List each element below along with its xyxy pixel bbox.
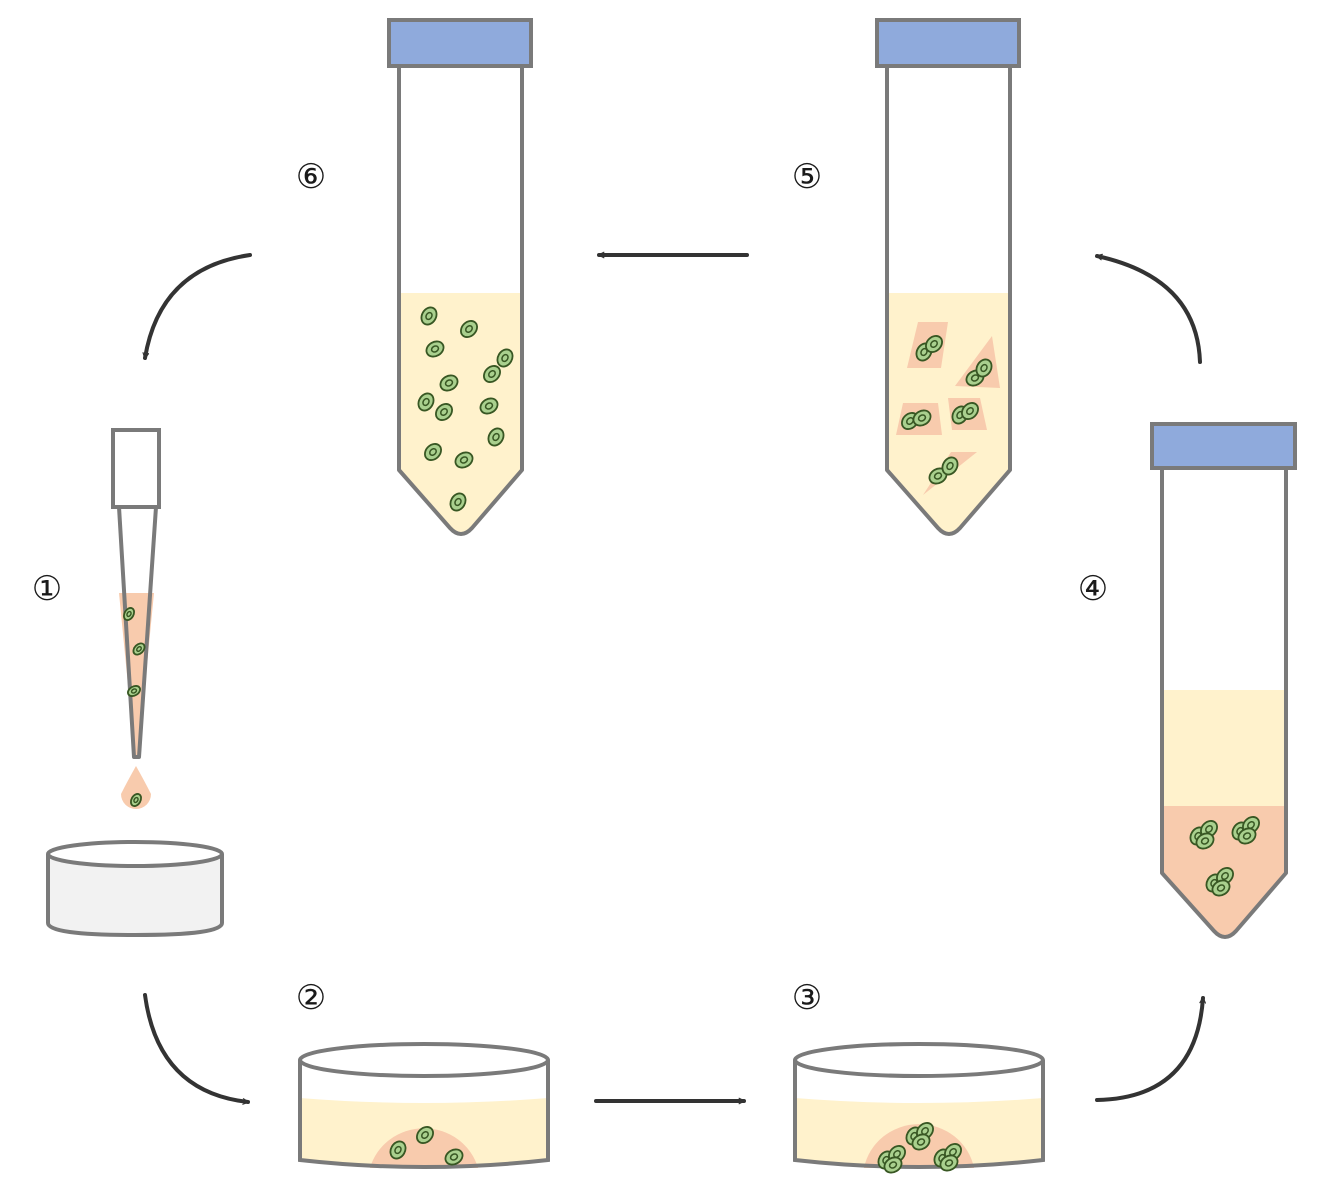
- tube-step-5: [875, 18, 1021, 536]
- cell: [417, 392, 435, 412]
- cell: [420, 306, 438, 326]
- step-5-label: ⑤: [791, 157, 823, 197]
- cell: [424, 443, 442, 461]
- cell: [449, 492, 467, 512]
- step-4-label: ④: [1077, 569, 1109, 609]
- pipette-cells: [123, 607, 146, 807]
- cell: [911, 1133, 931, 1151]
- cell: [912, 409, 932, 427]
- cell: [1237, 827, 1257, 845]
- cell: [928, 467, 948, 485]
- cell: [961, 402, 979, 420]
- grown-organoids: [877, 1122, 962, 1174]
- arrow-3-to-4: [1095, 996, 1207, 1102]
- step-1-label: ①: [31, 569, 63, 609]
- step-3-label: ③: [791, 978, 823, 1018]
- droplet: [121, 766, 151, 809]
- step-2-label: ②: [295, 978, 327, 1018]
- arrow-6-to-1: [142, 253, 252, 360]
- arrow-1-to-2: [143, 993, 250, 1105]
- organoids: [1189, 816, 1260, 897]
- cell: [460, 320, 478, 338]
- cell: [130, 793, 142, 807]
- dish-step-2: [298, 1042, 550, 1169]
- cell: [416, 1126, 434, 1144]
- cell: [496, 348, 514, 368]
- dish-step-3: [793, 1042, 1045, 1174]
- cell: [389, 1140, 407, 1160]
- dissociated-cells: [417, 306, 514, 512]
- cell: [439, 374, 459, 392]
- cell: [487, 427, 505, 447]
- cell: [454, 451, 474, 469]
- arrows: [142, 251, 1207, 1105]
- seeded-cells: [389, 1126, 464, 1166]
- pipette: [111, 428, 161, 809]
- tube-step-4: [1150, 422, 1297, 939]
- cell: [1195, 832, 1215, 850]
- cell: [975, 358, 993, 378]
- cell: [123, 607, 135, 621]
- tube-step-6: [387, 18, 533, 536]
- cell: [941, 456, 959, 476]
- arrow-4-to-5: [1095, 253, 1202, 364]
- cell: [435, 403, 453, 421]
- cell: [939, 1154, 959, 1172]
- cell: [127, 685, 141, 697]
- step-6-label: ⑥: [295, 157, 327, 197]
- cell: [483, 365, 501, 383]
- cell: [1211, 879, 1231, 897]
- cell: [479, 397, 499, 415]
- cell: [425, 340, 445, 358]
- cell: [132, 642, 146, 656]
- empty-dish: [46, 840, 224, 938]
- cell: [883, 1156, 903, 1174]
- cell: [444, 1148, 464, 1166]
- cell: [925, 335, 943, 353]
- organoid-fragments: [901, 335, 993, 485]
